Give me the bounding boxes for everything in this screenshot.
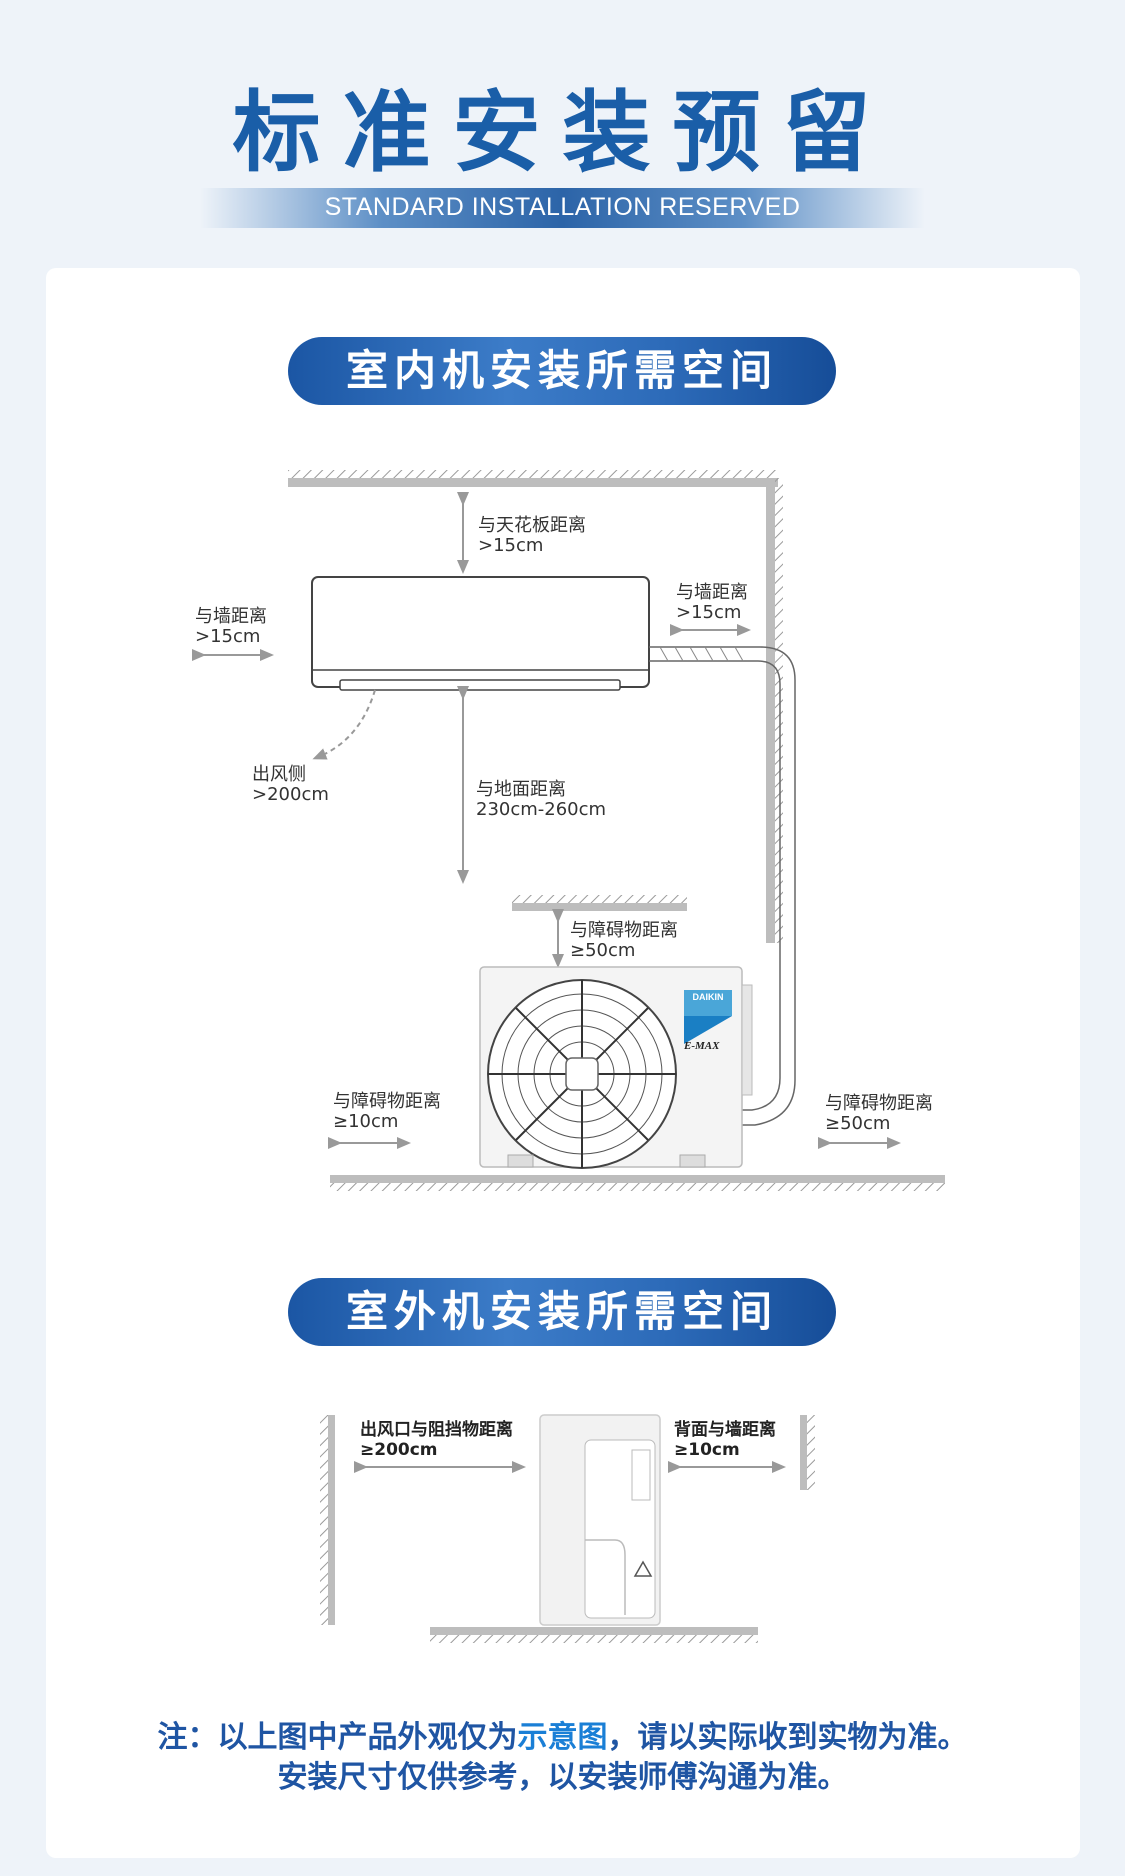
outdoor-right-wall	[800, 1415, 807, 1490]
model-logo: E-MAX	[684, 1040, 720, 1052]
outdoor-right-panel	[741, 984, 753, 1096]
indoor-section-heading: 室内机安装所需空间	[288, 337, 836, 405]
ceiling-distance-label: 与天花板距离 >15cm	[478, 515, 586, 556]
outdoor-ground	[430, 1627, 758, 1635]
left-obstacle-distance-label: 与障碍物距离 ≥10cm	[333, 1091, 441, 1132]
right-wall-line	[766, 478, 775, 943]
ceiling-line	[288, 478, 778, 487]
outdoor-outlet-distance-label: 出风口与阻挡物距离 ≥200cm	[360, 1420, 513, 1460]
outdoor-back-distance-label: 背面与墙距离 ≥10cm	[674, 1420, 776, 1460]
left-wall-distance-label: 与墙距离 >15cm	[195, 606, 267, 647]
right-wall-distance-label: 与墙距离 >15cm	[676, 582, 748, 623]
outdoor-section-heading: 室外机安装所需空间	[288, 1278, 836, 1346]
subtitle-banner	[200, 188, 925, 228]
brand-logo: DAIKIN	[692, 992, 724, 1002]
outdoor-unit-front	[479, 966, 743, 1169]
indoor-unit	[311, 576, 650, 691]
top-obstacle-line	[512, 903, 687, 911]
refrigerant-pipe	[649, 646, 796, 1126]
page-title: 标准安装预留	[232, 81, 893, 184]
page-subtitle: STANDARD INSTALLATION RESERVED	[324, 193, 801, 221]
note-line-1: 注：以上图中产品外观仅为示意图，请以实际收到实物为准。	[157, 1720, 968, 1755]
outdoor-left-wall	[328, 1415, 335, 1625]
outlet-distance-label: 出风侧 >200cm	[252, 764, 329, 805]
outdoor-unit-side	[539, 1414, 661, 1626]
floor-distance-label: 与地面距离 230cm-260cm	[476, 779, 607, 820]
right-obstacle-distance-label: 与障碍物距离 ≥50cm	[825, 1093, 933, 1134]
top-obstacle-distance-label: 与障碍物距离 ≥50cm	[570, 920, 678, 961]
ground-line	[330, 1175, 945, 1183]
note-line-2: 安装尺寸仅供参考，以安装师傅沟通为准。	[277, 1760, 848, 1795]
